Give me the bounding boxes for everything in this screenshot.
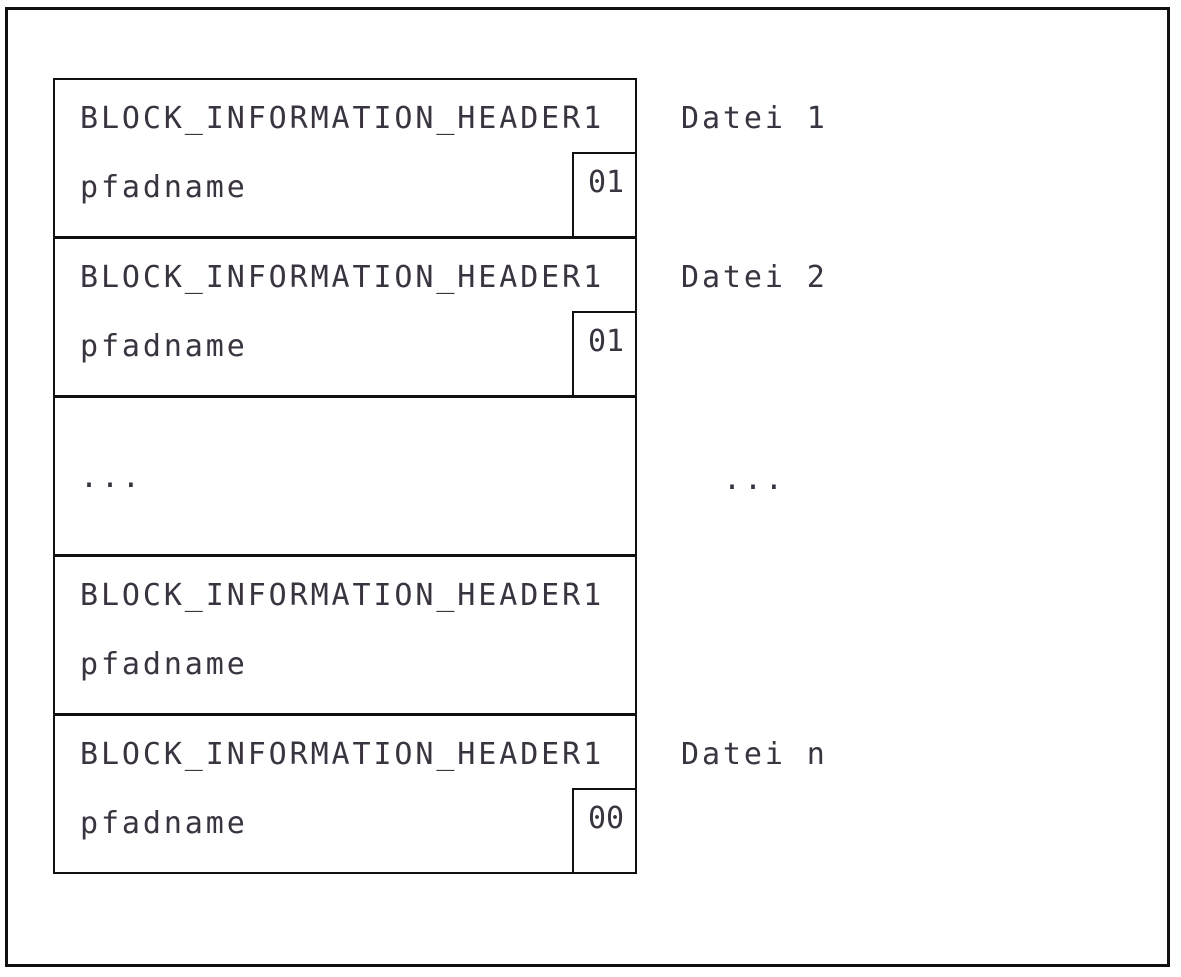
block-header: BLOCK_INFORMATION_HEADER1 xyxy=(80,101,605,136)
block-path: pfadname xyxy=(80,170,248,205)
file-block-n: BLOCK_INFORMATION_HEADER1 pfadname 00 xyxy=(53,714,637,874)
ellipsis-block: ... xyxy=(53,396,637,556)
block-flag: 01 xyxy=(572,152,637,238)
file-label-2: Datei 2 xyxy=(681,260,828,295)
file-block-continuation: BLOCK_INFORMATION_HEADER1 pfadname xyxy=(53,555,637,715)
file-label-1: Datei 1 xyxy=(681,101,828,136)
ellipsis-label: ... xyxy=(723,462,786,497)
diagram-frame xyxy=(5,7,1170,967)
block-flag: 01 xyxy=(572,311,637,397)
block-header: BLOCK_INFORMATION_HEADER1 xyxy=(80,260,605,295)
block-path: pfadname xyxy=(80,329,248,364)
file-block-2: BLOCK_INFORMATION_HEADER1 pfadname 01 xyxy=(53,237,637,397)
block-path: pfadname xyxy=(80,647,248,682)
file-block-1: BLOCK_INFORMATION_HEADER1 pfadname 01 xyxy=(53,78,637,238)
block-ellipsis: ... xyxy=(80,460,143,495)
block-flag: 00 xyxy=(572,788,637,874)
block-flag-value: 01 xyxy=(588,324,625,359)
block-path: pfadname xyxy=(80,806,248,841)
block-flag-value: 00 xyxy=(588,801,625,836)
block-header: BLOCK_INFORMATION_HEADER1 xyxy=(80,737,605,772)
file-label-n: Datei n xyxy=(681,737,828,772)
block-flag-value: 01 xyxy=(588,165,625,200)
block-header: BLOCK_INFORMATION_HEADER1 xyxy=(80,578,605,613)
